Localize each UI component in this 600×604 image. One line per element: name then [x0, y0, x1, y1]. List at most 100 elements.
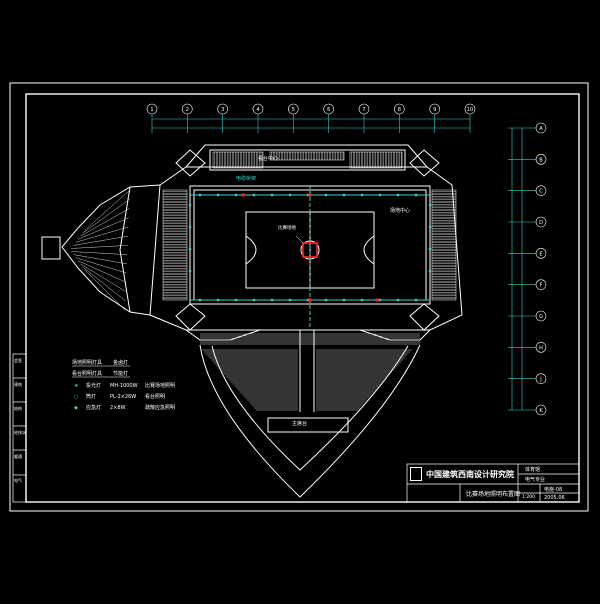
court-note: 场地中心 — [390, 208, 411, 214]
grid-bubble-top: 10 — [464, 103, 476, 115]
light-fixture-icon — [308, 298, 312, 302]
svg-text:A: A — [539, 126, 543, 132]
legend-header1-val: 金卤灯 — [113, 360, 129, 366]
light-fixture-icon — [252, 298, 256, 302]
light-fixture-icon — [198, 193, 202, 197]
light-fixture-icon — [188, 203, 192, 207]
light-fixture-icon — [428, 269, 432, 273]
seat-block — [212, 151, 264, 169]
svg-text:2: 2 — [186, 107, 189, 113]
legend-header2: 看台照明灯具 — [72, 371, 103, 377]
grid-bubble-right: K — [535, 404, 547, 416]
title-block-frame — [406, 463, 580, 503]
left-strip-label: 建筑 — [14, 382, 22, 387]
seat-block — [71, 189, 131, 311]
svg-text:D: D — [539, 220, 543, 226]
light-fixture-icon — [414, 298, 418, 302]
legend-row1-symbol: ★ — [74, 383, 79, 389]
svg-text:6: 6 — [327, 107, 330, 113]
right-dimension — [511, 128, 523, 410]
light-fixture-icon — [396, 193, 400, 197]
legend-row2-desc: 看台照明 — [145, 394, 166, 400]
grid-bubble-top: 2 — [182, 103, 193, 115]
grid-bubble-top: 3 — [217, 103, 228, 115]
inner-frame — [25, 93, 580, 503]
grid-bubble-right: F — [535, 279, 547, 290]
light-fixture-icon — [378, 298, 382, 302]
light-fixture-icon — [360, 298, 364, 302]
light-fixture-icon — [342, 193, 346, 197]
light-fixture-icon — [188, 269, 192, 273]
svg-text:E: E — [539, 251, 542, 257]
light-fixture-icon — [198, 298, 202, 302]
legend-row2-name: 筒灯 — [86, 394, 97, 400]
light-fixture-icon — [428, 225, 432, 229]
svg-text:4: 4 — [256, 107, 259, 113]
seat-block — [162, 189, 188, 301]
grid-bubble-top: 5 — [288, 103, 299, 115]
light-fixture-icon — [324, 298, 328, 302]
grid-bubble-right: E — [535, 248, 547, 259]
top-dimension — [151, 114, 471, 133]
svg-text:9: 9 — [433, 107, 436, 113]
svg-text:3: 3 — [221, 107, 224, 113]
subproject-name: 电气专业 — [525, 477, 546, 483]
legend-row3-symbol: ◆ — [74, 405, 78, 411]
building-outline — [41, 144, 463, 498]
seating-areas — [71, 151, 457, 411]
sheet-number: 电施-08 — [544, 487, 563, 493]
legend-row1-desc: 比赛场地照明 — [145, 383, 176, 389]
light-fixture-icon — [414, 193, 418, 197]
seat-block — [200, 333, 420, 411]
grid-bubble-right: A — [535, 122, 547, 134]
light-fixture-icon — [378, 193, 382, 197]
court-center-highlight — [302, 242, 318, 258]
light-fixture-icon — [324, 193, 328, 197]
legend-row3-name: 应急灯 — [86, 405, 102, 411]
light-fixture-icon — [234, 298, 238, 302]
left-strip-label: 电气 — [14, 478, 22, 483]
svg-text:H: H — [539, 345, 543, 351]
light-fixture-icon — [241, 193, 245, 197]
left-strip-label: 结构 — [14, 406, 22, 411]
svg-text:B: B — [539, 157, 543, 163]
grid-bubble-right: D — [535, 216, 547, 228]
left-strip-label: 给排水 — [14, 430, 26, 435]
svg-text:F: F — [540, 283, 543, 289]
drawing-title: 比赛场地照明布置图 — [466, 491, 521, 498]
grid-bubble-top: 8 — [394, 103, 405, 115]
light-fixture-icon — [308, 193, 312, 197]
grid-bubble-right: H — [535, 342, 547, 353]
legend-row3-spec: 2×8W — [110, 405, 126, 411]
light-fixture-icon — [188, 247, 192, 251]
legend-row2-symbol: ○ — [74, 394, 79, 400]
light-fixture-icon — [428, 203, 432, 207]
light-fixtures — [188, 193, 432, 302]
svg-text:8: 8 — [398, 107, 401, 113]
seat-block — [269, 151, 345, 161]
seat-block — [349, 151, 403, 169]
court-label: 比赛场地 — [278, 226, 296, 231]
left-strip-label: 暖通 — [14, 454, 22, 459]
left-strip-label: 会签 — [14, 358, 22, 363]
institute-name: 中国建筑西南设计研究院 — [426, 470, 514, 479]
light-fixture-icon — [360, 193, 364, 197]
light-fixture-icon — [428, 247, 432, 251]
light-fixture-icon — [216, 298, 220, 302]
grid-bubble-right: G — [535, 310, 547, 322]
title-logo — [410, 467, 422, 481]
light-fixture-icon — [216, 193, 220, 197]
svg-text:C: C — [539, 189, 543, 195]
legend-row1-name: 投光灯 — [86, 383, 102, 389]
svg-text:7: 7 — [362, 107, 365, 113]
light-fixture-icon — [342, 298, 346, 302]
svg-text:1: 1 — [150, 107, 153, 113]
light-fixture-icon — [288, 298, 292, 302]
grid-bubble-right: C — [535, 185, 547, 196]
legend-row1-spec: MH-1000W — [110, 383, 138, 389]
legend-row2-spec: PL-2×26W — [110, 394, 137, 400]
light-fixture-icon — [396, 298, 400, 302]
cable-note: 电缆桥架 — [236, 176, 257, 182]
